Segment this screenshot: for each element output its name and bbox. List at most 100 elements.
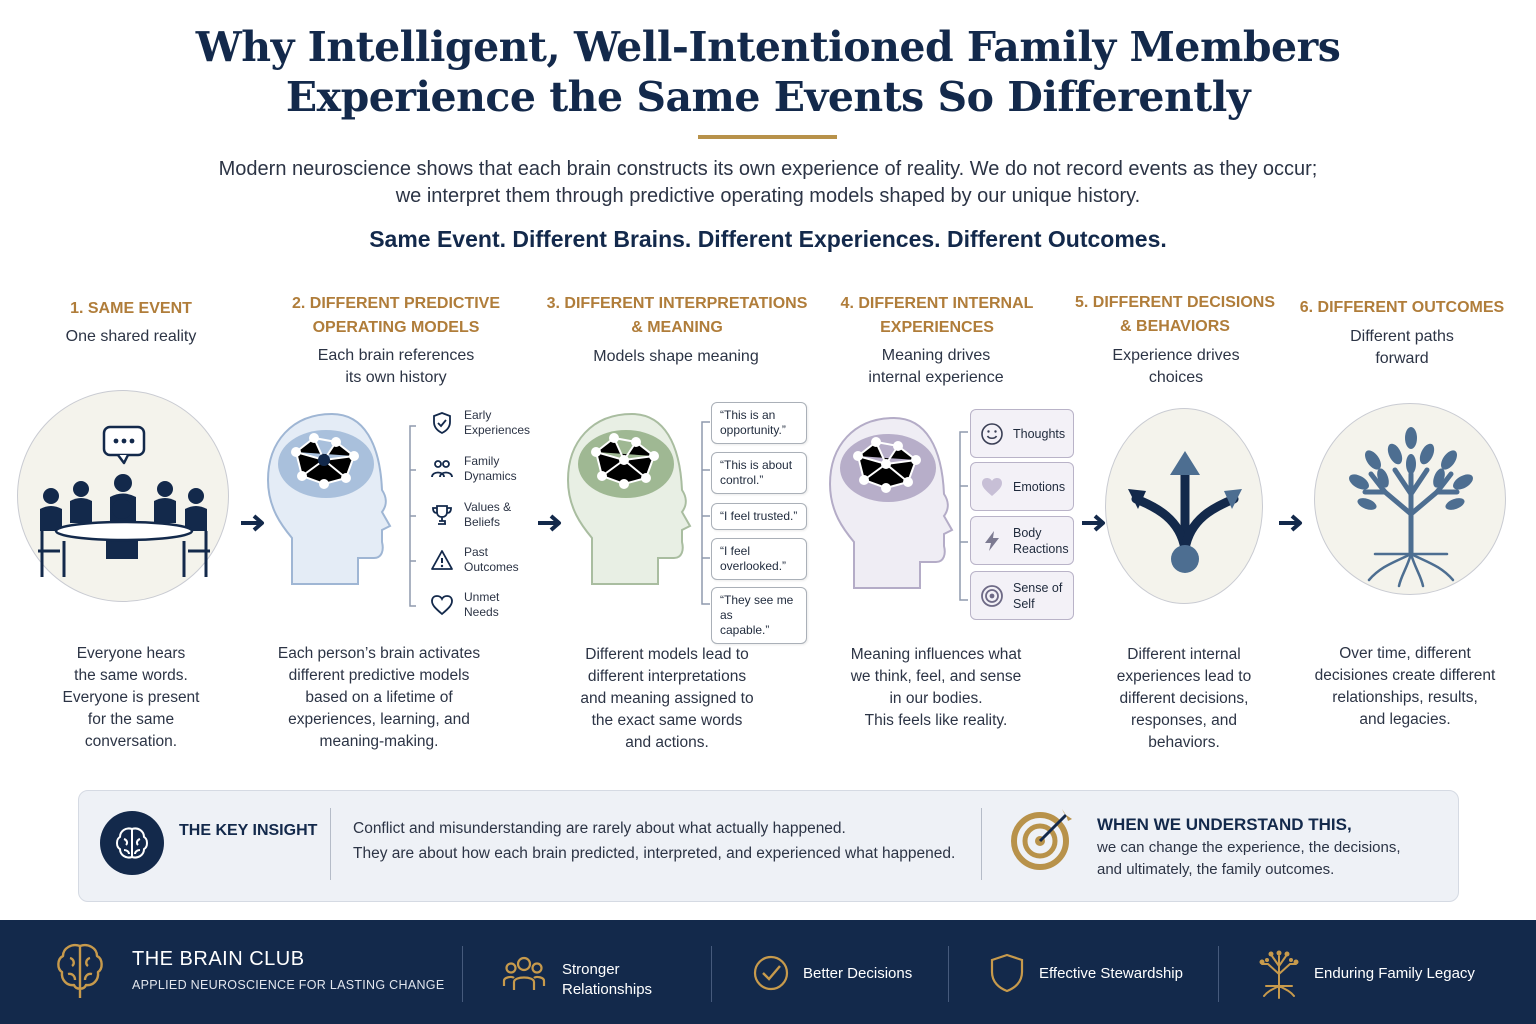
experience-line: Reactions	[1013, 541, 1069, 556]
key-insight-label: THE KEY INSIGHT	[179, 822, 318, 839]
footer-divider	[948, 946, 949, 1002]
desc-line: Over time, different	[1339, 645, 1471, 662]
purple-head-brain-icon	[828, 416, 954, 589]
quote-line: “They see me as	[720, 593, 794, 622]
blue-head-brain-icon	[266, 412, 392, 585]
footer-item-line: Better Decisions	[803, 965, 913, 982]
quote-line: “I feel	[720, 544, 751, 558]
step-6-circle	[1314, 403, 1506, 595]
footer-item-line: Enduring Family Legacy	[1314, 965, 1475, 982]
footer-item-line: Effective Stewardship	[1039, 965, 1183, 982]
desc-line: the exact same words	[591, 712, 743, 729]
quote-bubble: “They see me as capable.”	[711, 587, 807, 644]
people-icon	[502, 956, 546, 990]
footer-brand-name: THE BRAIN CLUB	[132, 948, 305, 970]
quote-line: opportunity.”	[720, 423, 786, 437]
heart-icon	[428, 591, 456, 619]
quote-line: control.”	[720, 473, 764, 487]
factor-line: Dynamics	[464, 469, 517, 483]
step-sub-line: its own history	[345, 369, 447, 386]
step-title-line: 5. DIFFERENT DECISIONS	[1074, 294, 1276, 311]
quote-line: “I feel trusted.”	[720, 509, 798, 523]
insight-divider	[330, 808, 331, 880]
shield-icon	[990, 953, 1024, 993]
factor-values-beliefs: Values &Beliefs	[428, 500, 511, 530]
step-1-description: Everyone hears the same words. Everyone …	[36, 643, 226, 753]
intro-line-2: we interpret them through predictive ope…	[395, 185, 1141, 207]
step-2-subtitle: Each brain references its own history	[296, 345, 496, 389]
step-sub-line: choices	[1148, 369, 1204, 386]
step-6-subtitle: Different paths forward	[1312, 326, 1492, 370]
title-divider	[698, 135, 837, 139]
step-1-title: 1. SAME EVENT	[36, 297, 226, 321]
step-title-line: 6. DIFFERENT OUTCOMES	[1299, 299, 1505, 316]
key-insight-panel	[78, 790, 1459, 902]
footer-brand-tagline: APPLIED NEUROSCIENCE FOR LASTING CHANGE	[132, 978, 445, 992]
step-title-line: EXPERIENCES	[880, 319, 994, 336]
step-title-line: & BEHAVIORS	[1120, 318, 1230, 335]
desc-line: decisiones create different	[1314, 667, 1496, 684]
step-title-line: 2. DIFFERENT PREDICTIVE	[291, 295, 501, 312]
quote-bubble: “I feel trusted.”	[711, 503, 807, 530]
factor-line: Early	[464, 408, 492, 422]
footer-item-line: Stronger	[562, 961, 620, 978]
desc-line: meaning-making.	[319, 733, 439, 750]
footer-divider	[1218, 946, 1219, 1002]
desc-line: experiences lead to	[1116, 668, 1252, 685]
footer-item-stronger-relationships: Stronger Relationships	[562, 960, 652, 1000]
insight-divider	[981, 808, 982, 880]
when-line-2: and ultimately, the family outcomes.	[1097, 861, 1335, 878]
step-5-description: Different internal experiences lead to d…	[1086, 644, 1282, 754]
factor-line: Values &	[464, 500, 512, 514]
step-title-line: & MEANING	[631, 319, 723, 336]
brain-logo-icon	[57, 943, 103, 998]
desc-line: Different models lead to	[585, 646, 749, 663]
desc-line: Each person’s brain activates	[277, 645, 481, 662]
factor-line: Unmet	[464, 590, 500, 604]
desc-line: in our bodies.	[889, 690, 983, 707]
footer-divider	[711, 946, 712, 1002]
desc-line: This feels like reality.	[864, 712, 1008, 729]
experience-card-thoughts: Thoughts	[970, 409, 1074, 458]
experience-line: Sense of	[1013, 580, 1063, 595]
factor-line: Past	[464, 545, 489, 559]
key-insight-text: Conflict and misunderstanding are rarely…	[353, 816, 973, 866]
step-sub-line: forward	[1375, 350, 1429, 367]
desc-line: Everyone hears	[76, 645, 186, 662]
when-we-understand-heading: WHEN WE UNDERSTAND THIS,	[1097, 815, 1352, 834]
arrow-right-icon	[1279, 514, 1302, 532]
footer-item-better-decisions: Better Decisions	[803, 964, 912, 984]
step-5-subtitle: Experience drives choices	[1086, 345, 1266, 389]
step-title-line: OPERATING MODELS	[312, 319, 480, 336]
factor-bracket	[409, 425, 416, 607]
step-title-line: 3. DIFFERENT INTERPRETATIONS	[546, 295, 808, 312]
step-4-subtitle: Meaning drives internal experience	[836, 345, 1036, 389]
step-2-title: 2. DIFFERENT PREDICTIVE OPERATING MODELS	[272, 292, 520, 340]
intro-line-1: Modern neuroscience shows that each brai…	[218, 158, 1318, 180]
check-circle-icon	[753, 955, 789, 991]
insight-line-2: They are about how each brain predicted,…	[353, 845, 956, 862]
step-sub-line: Models shape meaning	[593, 348, 759, 365]
quote-line: capable.”	[720, 623, 770, 637]
desc-line: different decisions,	[1119, 690, 1249, 707]
step-sub-line: internal experience	[868, 369, 1004, 386]
step-sub-line: Each brain references	[317, 347, 475, 364]
target-arrow-icon	[1011, 809, 1072, 870]
tagline: Same Event. Different Brains. Different …	[369, 226, 1167, 252]
desc-line: Different internal	[1127, 646, 1241, 663]
smiley-icon	[979, 421, 1005, 447]
step-sub-line: One shared reality	[65, 328, 197, 345]
factor-line: Beliefs	[464, 515, 501, 529]
experience-line: Emotions	[1013, 479, 1066, 494]
step-6-description: Over time, different decisiones create d…	[1300, 643, 1510, 731]
target-icon	[979, 583, 1005, 609]
step-3-title: 3. DIFFERENT INTERPRETATIONS & MEANING	[546, 292, 808, 340]
lightning-icon	[979, 528, 1005, 554]
desc-line: behaviors.	[1148, 734, 1220, 751]
desc-line: for the same	[87, 711, 175, 728]
step-4-description: Meaning influences what we think, feel, …	[826, 644, 1046, 732]
factor-line: Needs	[464, 605, 499, 619]
